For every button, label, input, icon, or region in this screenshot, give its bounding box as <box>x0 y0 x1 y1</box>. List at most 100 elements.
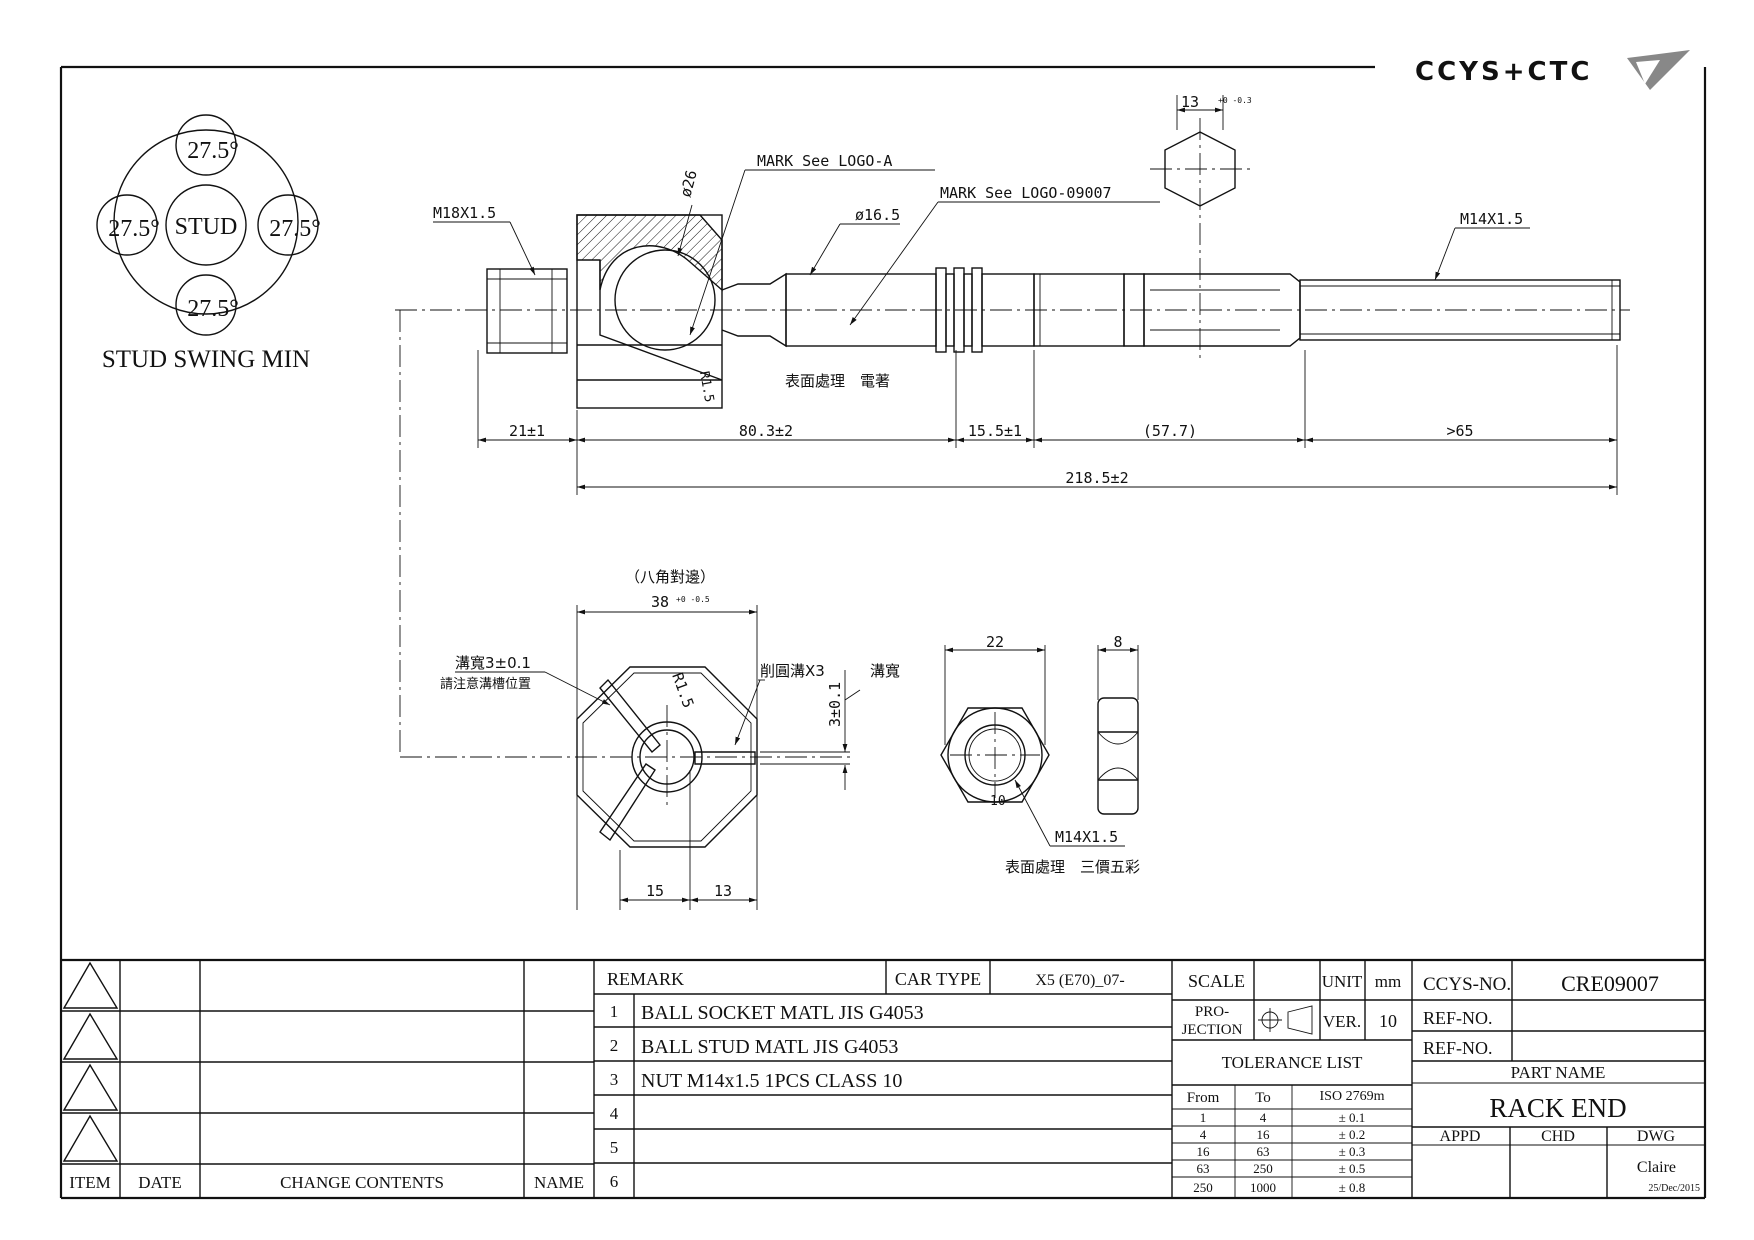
change-contents-header: CHANGE CONTENTS <box>280 1173 444 1192</box>
remark-row-num: 6 <box>610 1172 619 1191</box>
octagon-dim-13: 13 <box>714 882 732 900</box>
unit-label: UNIT <box>1322 972 1363 991</box>
octagon-width-dim: 38 <box>651 593 669 611</box>
swing-right-value: 27.5° <box>269 216 321 242</box>
main-radius-label: R1.5 <box>696 370 716 403</box>
name-header: NAME <box>534 1173 584 1192</box>
company-logo-text: CCYS+CTC <box>1415 57 1592 87</box>
tol-iso-header: ISO 2769m <box>1320 1089 1385 1104</box>
thread-left-label: M18X1.5 <box>433 204 496 222</box>
tol-to: 1000 <box>1250 1180 1276 1195</box>
remark-table: REMARK CAR TYPE X5 (E70)_07- 1 BALL SOCK… <box>594 960 1173 1198</box>
groove-note: 削圓溝X3 <box>760 662 825 680</box>
ccys-no-label: CCYS-NO. <box>1423 974 1511 995</box>
octagon-dim-15: 15 <box>646 882 664 900</box>
third-angle-projection-icon <box>1258 1005 1313 1035</box>
title-block: CCYS-NO. CRE09007 REF-NO. REF-NO. PART N… <box>1412 960 1705 1198</box>
stud-swing-diagram: 27.5° 27.5° 27.5° 27.5° STUD STUD SWING … <box>96 114 321 373</box>
tol-from: 250 <box>1193 1180 1213 1195</box>
dwg-label: DWG <box>1637 1128 1676 1145</box>
ccys-no-value: CRE09007 <box>1561 971 1659 996</box>
dim-15: 15.5±1 <box>968 422 1022 440</box>
chd-label: CHD <box>1541 1128 1575 1145</box>
item-header: ITEM <box>69 1173 111 1192</box>
drawn-date: 25/Dec/2015 <box>1648 1183 1700 1194</box>
car-type-value: X5 (E70)_07- <box>1035 972 1124 989</box>
dim-65: >65 <box>1446 422 1473 440</box>
revision-triangle-icon <box>62 961 119 1009</box>
hex-width-dim: 13 <box>1181 93 1199 111</box>
octagon-radius-label: R1.5 <box>668 670 697 710</box>
revision-table: ITEM DATE CHANGE CONTENTS NAME <box>61 960 595 1198</box>
mark-a-label: MARK See LOGO-A <box>757 152 892 170</box>
dim-total: 218.5±2 <box>1065 469 1128 487</box>
slot-dim: 3±0.1 <box>826 682 844 727</box>
tolerance-list-title: TOLERANCE LIST <box>1222 1053 1363 1072</box>
projection-label-1: PRO- <box>1195 1004 1229 1020</box>
ver-label: VER. <box>1323 1012 1361 1031</box>
tol-value: ± 0.2 <box>1339 1127 1366 1142</box>
octagon-end-view: （八角對邊） 38 +0 -0.5 溝寬3±0.1 請注意溝槽位置 削圓溝X3 … <box>440 568 900 910</box>
tol-value: ± 0.8 <box>1339 1180 1366 1195</box>
appd-label: APPD <box>1440 1128 1481 1145</box>
remark-row-num: 1 <box>610 1002 619 1021</box>
tol-from: 16 <box>1197 1144 1211 1159</box>
mark-b-label: MARK See LOGO-09007 <box>940 184 1112 202</box>
slot-width-note: 溝寬3±0.1 <box>455 654 531 672</box>
tol-to: 250 <box>1253 1161 1273 1176</box>
tol-from: 1 <box>1200 1110 1207 1125</box>
surface-treatment-note: 表面處理 電著 <box>785 372 890 390</box>
part-name-label: PART NAME <box>1511 1063 1606 1082</box>
dim-21: 21±1 <box>509 422 545 440</box>
dia-shaft-label: ø16.5 <box>855 206 900 224</box>
tol-from-header: From <box>1187 1090 1220 1106</box>
revision-triangle-icon <box>62 1012 119 1060</box>
drawn-by-name: Claire <box>1637 1159 1676 1176</box>
nut-views: 22 10 M14X1.5 表面處理 三價五彩 8 <box>940 633 1140 876</box>
dim-80: 80.3±2 <box>739 422 793 440</box>
tol-to: 16 <box>1257 1127 1271 1142</box>
ref-no-label-1: REF-NO. <box>1423 1008 1493 1028</box>
dia-socket-label: ø26 <box>676 168 700 199</box>
ref-no-label-2: REF-NO. <box>1423 1038 1493 1058</box>
part-name-value: RACK END <box>1489 1093 1626 1123</box>
tol-from: 63 <box>1197 1161 1210 1176</box>
sheet-border <box>59 65 1707 1200</box>
remark-row-text: NUT M14x1.5 1PCS CLASS 10 <box>641 1070 902 1092</box>
tol-value: ± 0.5 <box>1339 1161 1366 1176</box>
revision-triangle-icon <box>62 1063 119 1111</box>
rack-end-side-view: 13 +0 -0.3 M18X1.5 ø26 MARK See LOGO-A ø… <box>395 93 1630 495</box>
tol-value: ± 0.1 <box>1339 1110 1366 1125</box>
nut-thickness-dim: 8 <box>1113 633 1122 651</box>
remark-row-text: BALL STUD MATL JIS G4053 <box>641 1036 898 1058</box>
date-header: DATE <box>138 1173 181 1192</box>
stud-swing-title: STUD SWING MIN <box>102 346 310 373</box>
tol-value: ± 0.3 <box>1339 1144 1366 1159</box>
slot-side-label: 溝寬 <box>870 662 900 680</box>
spec-table: SCALE UNIT mm PRO- JECTION VER. 10 TOLER… <box>1172 960 1413 1198</box>
remark-row-text: BALL SOCKET MATL JIS G4053 <box>641 1002 924 1024</box>
remark-label: REMARK <box>607 969 684 989</box>
slot-position-note: 請注意溝槽位置 <box>440 676 531 692</box>
hex-width-tol: +0 -0.3 <box>1218 96 1252 105</box>
projection-label-2: JECTION <box>1182 1022 1243 1038</box>
revision-triangle-icon <box>62 1114 119 1162</box>
scale-label: SCALE <box>1188 971 1245 991</box>
tol-to: 4 <box>1260 1110 1267 1125</box>
tol-from: 4 <box>1200 1127 1207 1142</box>
swing-bottom-value: 27.5° <box>187 296 239 322</box>
nut-width-dim: 22 <box>986 633 1004 651</box>
swing-top-value: 27.5° <box>187 138 239 164</box>
company-logo: CCYS+CTC <box>1415 50 1690 90</box>
octagon-across-flats-note: （八角對邊） <box>625 568 715 586</box>
remark-row-num: 4 <box>610 1104 619 1123</box>
remark-row-num: 2 <box>610 1036 619 1055</box>
car-type-label: CAR TYPE <box>895 969 981 989</box>
tol-to-header: To <box>1255 1090 1271 1106</box>
nut-inner-dim: 10 <box>990 794 1006 809</box>
remark-row-num: 3 <box>610 1070 619 1089</box>
nut-surface-note: 表面處理 三價五彩 <box>1005 858 1140 876</box>
thread-right-label: M14X1.5 <box>1460 210 1523 228</box>
dim-57: (57.7) <box>1143 422 1197 440</box>
